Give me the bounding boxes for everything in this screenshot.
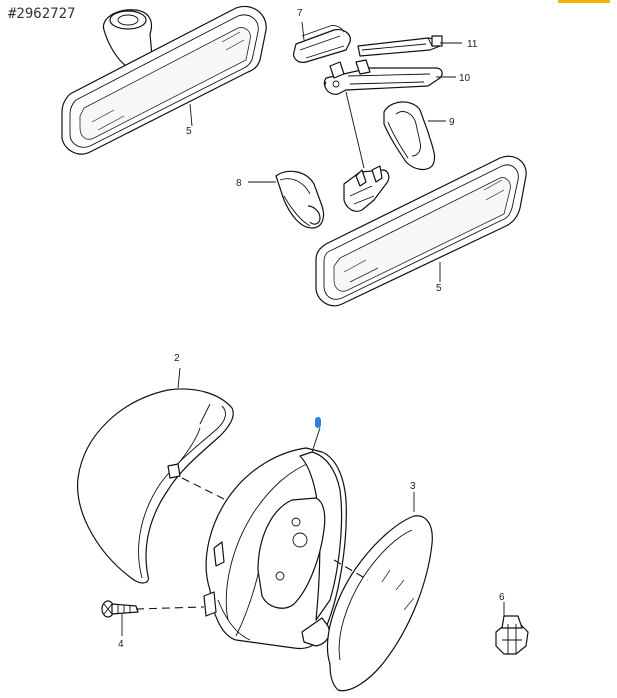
mirror-glass xyxy=(326,515,433,692)
curved-cover-left xyxy=(275,170,325,229)
exterior-mirror-housing xyxy=(203,447,347,650)
mirror-mount-clip xyxy=(343,165,390,212)
mount-bracket-part xyxy=(323,59,443,95)
mirror-cover-part xyxy=(293,25,351,63)
callout-6: 6 xyxy=(499,592,505,603)
callout-2: 2 xyxy=(174,353,180,364)
clip-nut-part xyxy=(495,615,529,655)
selection-marker[interactable] xyxy=(315,417,321,428)
document-id: #2962727 xyxy=(8,6,76,22)
callout-11: 11 xyxy=(467,39,478,50)
rearview-mirror-lower xyxy=(315,155,527,307)
callout-5-upper: 5 xyxy=(186,126,192,137)
callout-3: 3 xyxy=(410,481,416,492)
callout-7: 7 xyxy=(297,8,303,19)
callout-10: 10 xyxy=(459,73,471,84)
screw-part xyxy=(101,600,139,618)
sensor-strip-part xyxy=(357,35,443,57)
rearview-mirror-upper xyxy=(61,5,267,155)
callout-8: 8 xyxy=(236,178,242,189)
callout-4: 4 xyxy=(118,639,124,650)
callout-5-lower: 5 xyxy=(436,283,442,294)
curved-cover-right xyxy=(383,101,436,171)
corner-accent-bar xyxy=(558,0,610,3)
exterior-mirror-cap xyxy=(77,388,234,584)
callout-9: 9 xyxy=(449,117,455,128)
